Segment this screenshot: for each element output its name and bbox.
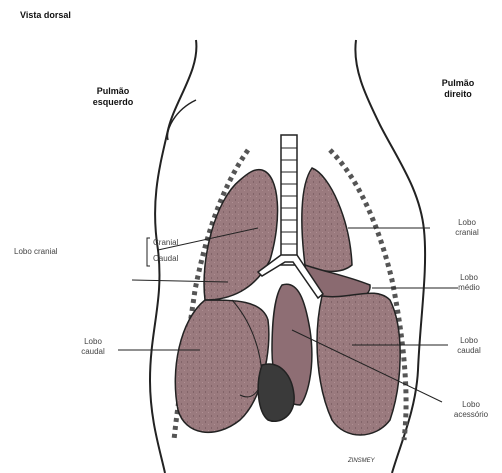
right-middle-line2: médio bbox=[446, 283, 492, 293]
lobo-cranial-label: Lobo cranial bbox=[14, 247, 142, 257]
left-lung-cranial bbox=[204, 170, 278, 300]
trachea bbox=[281, 135, 297, 265]
left-lung-caudal bbox=[175, 300, 269, 432]
right-lung-caudal bbox=[317, 293, 400, 435]
accessory-line1: Lobo bbox=[444, 400, 498, 410]
cranial-part-label: Cranial bbox=[153, 238, 178, 248]
accessory-line2: acessório bbox=[444, 410, 498, 420]
left-side-line2: esquerdo bbox=[78, 97, 148, 108]
right-side-line2: direito bbox=[428, 89, 488, 100]
right-middle-line1: Lobo bbox=[446, 273, 492, 283]
right-side-line1: Pulmão bbox=[428, 78, 488, 89]
right-cranial-line1: Lobo bbox=[442, 218, 492, 228]
right-cranial-lobe-label: Lobo cranial bbox=[442, 218, 492, 238]
right-caudal-lobe-label: Lobo caudal bbox=[446, 336, 492, 356]
view-title: Vista dorsal bbox=[20, 10, 71, 21]
bracket bbox=[147, 238, 150, 266]
right-lung-side-label: Pulmão direito bbox=[428, 78, 488, 100]
right-caudal-line2: caudal bbox=[446, 346, 492, 356]
left-caudal-lobe-label: Lobo caudal bbox=[70, 337, 116, 357]
right-caudal-line1: Lobo bbox=[446, 336, 492, 346]
right-cranial-line2: cranial bbox=[442, 228, 492, 238]
left-caudal-line1: Lobo bbox=[70, 337, 116, 347]
left-lung-side-label: Pulmão esquerdo bbox=[78, 86, 148, 108]
left-caudal-line2: caudal bbox=[70, 347, 116, 357]
left-side-line1: Pulmão bbox=[78, 86, 148, 97]
caudal-part-label: Caudal bbox=[153, 254, 178, 264]
artist-signature: ZINSMEY bbox=[348, 456, 375, 466]
accessory-lobe-label: Lobo acessório bbox=[444, 400, 498, 420]
right-lung-cranial bbox=[302, 168, 352, 271]
right-middle-lobe-label: Lobo médio bbox=[446, 273, 492, 293]
